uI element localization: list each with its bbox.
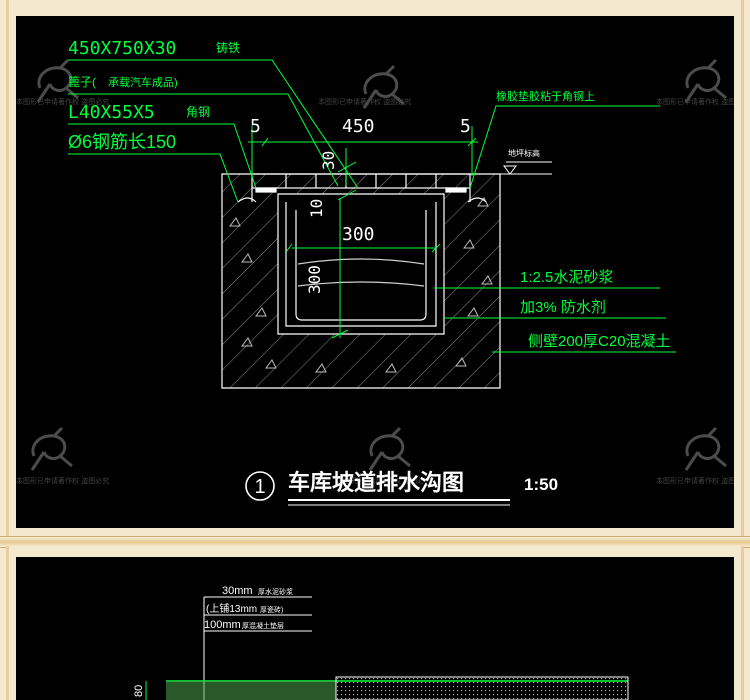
concrete-side-wall (221, 173, 501, 389)
rebar-label: Ø6钢筋长150 (68, 132, 176, 152)
drawing-title-block: 1 车库坡道排水沟图 1:50 (245, 470, 558, 506)
grate-note-a: 篦子( (68, 74, 96, 89)
watermark-text: 本图形已申请著作权 盗图必究 (16, 97, 109, 106)
drawing-canvas-top: 本图形已申请著作权 盗图必究 本图形已申请著作权 盗图必究 本图形已申请著作权 … (16, 16, 734, 528)
watermark-text: 本图形已申请著作权 盗图必究 (318, 97, 411, 106)
layer3-note: 厚混凝土垫层 (242, 621, 284, 630)
layer3-label: 100mm (204, 619, 241, 631)
floor-level-label: 地坪标高 (508, 148, 540, 158)
watermark-logo-icon (30, 426, 73, 471)
watermark-text: 本图形已申请著作权 盗图必究 (656, 476, 734, 485)
dim-inner-width: 300 (342, 224, 375, 245)
dim-left: 80 (133, 685, 145, 697)
drain-section-drawing: 本图形已申请著作权 盗图必究 本图形已申请著作权 盗图必究 本图形已申请著作权 … (16, 38, 734, 506)
watermark-logo-icon (36, 58, 79, 103)
watermark-text: 本图形已申请著作权 盗图必究 (338, 476, 431, 485)
dim-right-gap: 5 (460, 116, 471, 137)
layer2-note: 厚瓷砖) (260, 605, 283, 614)
watermark-text: 本图形已申请著作权 盗图必究 (656, 97, 734, 106)
layer1-note: 厚水泥砂浆 (258, 587, 293, 596)
waterproof-label: 加3% 防水剂 (520, 299, 606, 316)
dimension-lines (68, 59, 676, 353)
drawing-canvas-bottom: 30mm 厚水泥砂浆 (上铺13mm 厚瓷砖) 100mm 厚混凝土垫层 80 (16, 557, 734, 700)
dim-grate-depth: 30 (319, 151, 338, 170)
grate-note-b: 承载汽车成品) (108, 75, 178, 89)
mortar-lining (285, 202, 437, 327)
mortar-label: 1:2.5水泥砂浆 (520, 268, 613, 286)
floor-layers (145, 676, 629, 700)
dim-top-width: 450 (342, 116, 375, 137)
watermark-text: 本图形已申请著作权 盗图必究 (16, 476, 109, 485)
layer2-label: (上铺13mm (206, 602, 257, 615)
drawing-title: 车库坡道排水沟图 (288, 470, 464, 495)
grate-material-label: 铸铁 (216, 40, 240, 55)
title-number: 1 (254, 476, 265, 498)
dim-inner-depth: 300 (305, 265, 324, 294)
watermark-logo-icon (368, 426, 411, 471)
watermark-logo-icon (362, 64, 405, 109)
angle-steel (237, 187, 487, 203)
angle-steel-size-label: L40X55X5 (68, 102, 155, 123)
cast-iron-grate (251, 173, 471, 202)
title-number-circle (245, 471, 275, 501)
floor-layer-drawing: 30mm 厚水泥砂浆 (上铺13mm 厚瓷砖) 100mm 厚混凝土垫层 80 (133, 585, 629, 700)
layer1-label: 30mm (222, 585, 253, 597)
dim-ledge: 10 (307, 199, 326, 218)
side-wall-label: 侧壁200厚C20混凝土 (528, 333, 671, 350)
angle-steel-label: 角钢 (186, 105, 210, 119)
watermark-group: 本图形已申请著作权 盗图必究 本图形已申请著作权 盗图必究 本图形已申请著作权 … (16, 58, 734, 485)
dimension-values: 5 450 5 30 10 300 300 (250, 116, 471, 294)
dim-left-gap: 5 (250, 116, 261, 137)
annotation-labels: 450X750X30 铸铁 篦子( 承载汽车成品) L40X55X5 角钢 Ø6… (68, 38, 671, 350)
drawing-scale: 1:50 (524, 475, 558, 494)
watermark-logo-icon (684, 426, 727, 471)
floor-level-marker (500, 161, 552, 175)
rubber-pad-label: 橡胶垫胶粘于角钢上 (496, 89, 595, 103)
watermark-logo-icon (684, 58, 727, 103)
grate-size-label: 450X750X30 (68, 38, 176, 59)
